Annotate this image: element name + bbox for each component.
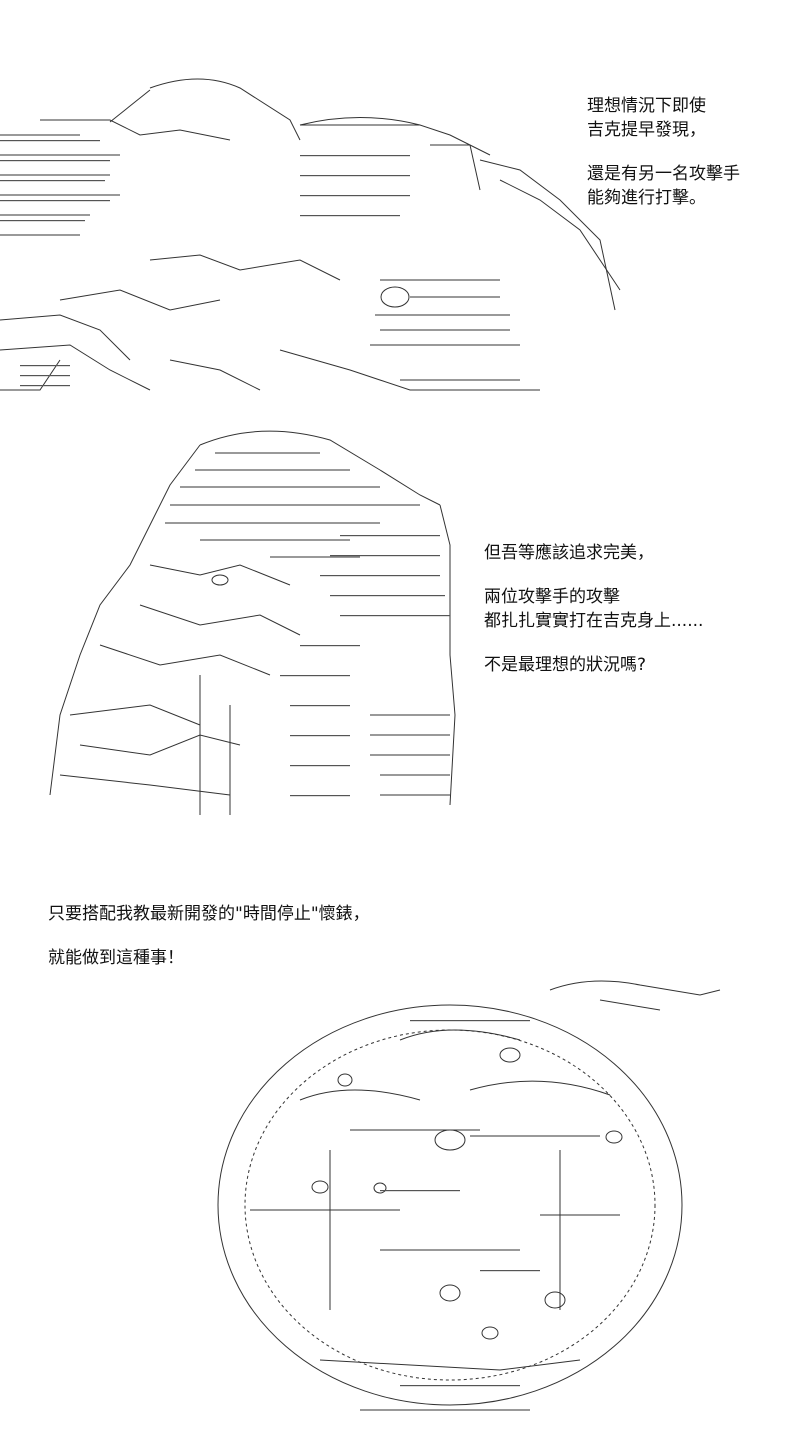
caption-line: 但吾等應該追求完美，	[484, 543, 654, 563]
panel-3-caption: 只要搭配我教最新開發的"時間停止"懷錶， 就能做到這種事！	[48, 902, 370, 970]
caption-line: 兩位攻擊手的攻擊	[484, 587, 620, 607]
caption-line: 就能做到這種事！	[48, 948, 184, 968]
watch-outer-ring	[217, 1004, 683, 1406]
panel-1: 理想情況下即使 吉克提早發現， 還是有另一名攻擊手 能夠進行打擊。	[0, 60, 800, 400]
panel-3: 只要搭配我教最新開發的"時間停止"懷錶， 就能做到這種事！	[0, 890, 800, 1430]
caption-gap	[587, 142, 740, 162]
caption-line: 吉克提早發現，	[587, 120, 706, 140]
watch-crown	[549, 980, 721, 996]
pocket-watch-ascii-art	[217, 980, 721, 1411]
caption-gap	[484, 565, 703, 585]
caption-line: 理想情況下即使	[587, 96, 706, 116]
panel-1-caption: 理想情況下即使 吉克提早發現， 還是有另一名攻擊手 能夠進行打擊。	[587, 94, 740, 210]
caption-line: 都扎扎實實打在吉克身上......	[484, 611, 704, 631]
watch-inner-ring	[244, 1029, 656, 1381]
caption-line: 只要搭配我教最新開發的"時間停止"懷錶，	[48, 904, 370, 924]
panel-1-ascii-art	[0, 78, 621, 391]
panel-2: 但吾等應該追求完美， 兩位攻擊手的攻擊 都扎扎實實打在吉克身上...... 不是…	[0, 415, 800, 825]
caption-line: 不是最理想的狀況嗎?	[484, 655, 647, 675]
panel-2-caption: 但吾等應該追求完美， 兩位攻擊手的攻擊 都扎扎實實打在吉克身上...... 不是…	[484, 541, 703, 677]
caption-line: 能夠進行打擊。	[587, 188, 706, 208]
caption-line: 還是有另一名攻擊手	[587, 164, 740, 184]
panel-2-ascii-art	[49, 430, 456, 815]
caption-gap	[484, 633, 703, 653]
